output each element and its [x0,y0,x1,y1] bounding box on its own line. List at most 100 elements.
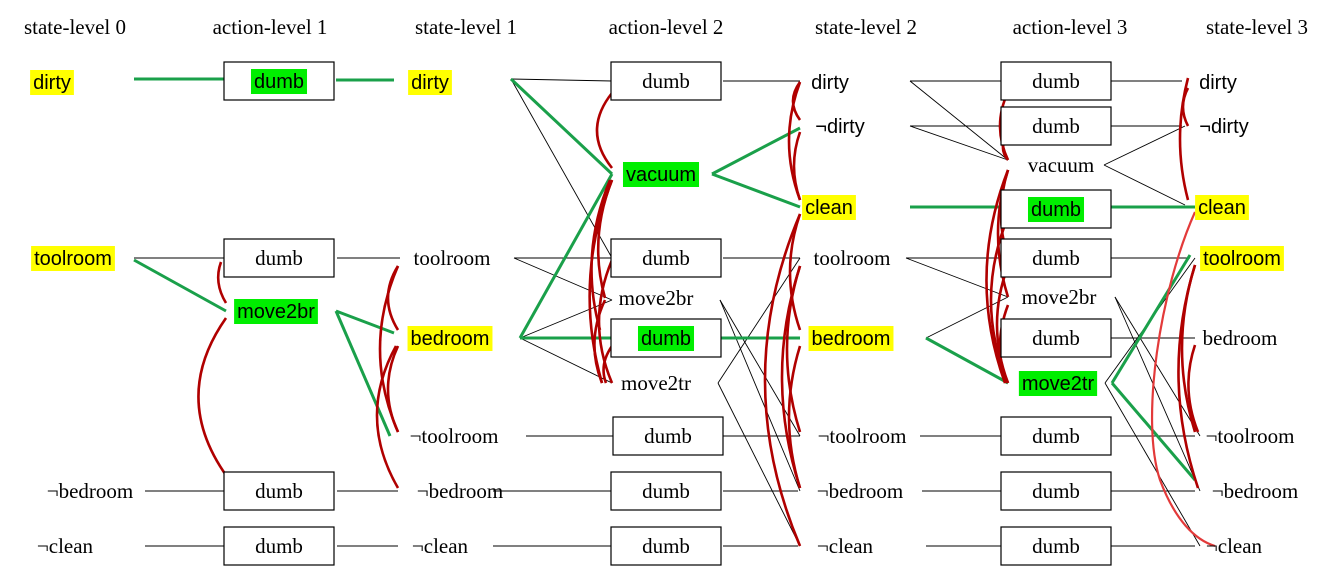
node-label: dumb [642,479,690,503]
node-label: dumb [642,69,690,93]
node-label: dumb [1032,424,1080,448]
action-box [223,526,335,566]
mutex-arc [378,265,400,433]
action-box [1000,318,1112,358]
mutex-arc [985,169,1010,384]
state-node-s0-dirty: dirty [30,70,74,95]
node-label: move2br [1022,285,1097,309]
node-label: dumb [1032,326,1080,350]
action-box [1000,526,1112,566]
node-label: ¬bedroom [47,479,134,503]
node-label: ¬toolroom [818,424,907,448]
state-node-a1-m2br: move2br [234,299,318,324]
plan-edge [509,77,614,176]
state-node-s0-nclean: ¬clean [37,534,94,558]
header-level-3: action-level 2 [609,15,724,39]
node-label: dumb [642,534,690,558]
goal-highlight [808,326,894,351]
mutex-arc [593,299,607,384]
plan-edge [518,173,614,339]
mutex-arc [216,261,228,304]
node-label: bedroom [411,328,490,350]
edges [133,77,1216,548]
support-edge [717,382,801,547]
support-edge [513,257,613,301]
goal-highlight [408,70,452,95]
node-label: ¬dirty [815,116,864,138]
support-edge [1103,164,1186,206]
node-label: dirty [811,72,849,94]
state-node-s1-ntool: ¬toolroom [410,424,499,448]
plan-action-highlight [1018,371,1098,396]
state-node-s3-tool: toolroom [1200,246,1284,271]
node-label: toolroom [414,246,491,270]
action-box [612,416,724,456]
action-node-a2-dumb3: dumb [610,318,722,358]
state-node-s1-nclean: ¬clean [412,534,469,558]
node-label: ¬clean [37,534,94,558]
goal-highlight [407,326,493,351]
node-label: ¬bedroom [817,479,904,503]
support-edge [909,80,1009,161]
state-node-s1-dirty: dirty [408,70,452,95]
action-node-a3-dumb8: dumb [1000,526,1112,566]
node-label: vacuum [626,164,696,186]
action-node-a1-dumb4: dumb [223,526,335,566]
plan-edge [925,336,1009,385]
node-label: dirty [411,72,449,94]
state-node-s2-tool: toolroom [814,246,891,270]
support-edge [719,299,801,437]
action-box [1000,238,1112,278]
action-box [1000,471,1112,511]
node-label: bedroom [812,328,891,350]
state-node-s2-dirty: dirty [811,72,849,94]
node-label: ¬bedroom [417,479,504,503]
goal-highlight [1200,246,1284,271]
support-edge [719,299,801,492]
node-label: dumb [644,424,692,448]
action-box [1000,416,1112,456]
action-node-a3-dumb5: dumb [1000,318,1112,358]
state-node-s3-ntool: ¬toolroom [1206,424,1295,448]
nodes: dirty toolroom ¬bedroom ¬clean dumb dumb move2… [30,61,1299,566]
action-node-a3-dumb4: dumb [1000,238,1112,278]
node-label: ¬clean [1206,534,1263,558]
mutex-arc [595,92,614,169]
node-label: ¬clean [412,534,469,558]
action-box [1000,106,1112,146]
support-edge [925,296,1009,339]
node-label: dirty [33,72,71,94]
node-label: toolroom [34,248,112,270]
action-box [1000,61,1112,101]
state-node-a2-m2tr: move2tr [621,371,691,395]
state-node-a2-vac: vacuum [622,162,700,187]
action-node-a1-dumb1: dumb [223,61,335,101]
node-label: dumb [1032,114,1080,138]
state-node-s2-bed: bedroom [808,326,894,351]
mutex-arc [1150,211,1216,548]
header-level-5: action-level 3 [1013,15,1128,39]
plan-edge [335,309,395,335]
support-edge [717,257,801,384]
mutex-arc [780,265,802,489]
header-level-1: action-level 1 [213,15,328,39]
state-node-s3-nbed: ¬bedroom [1212,479,1299,503]
node-label: toolroom [814,246,891,270]
state-node-s3-clean: clean [1195,195,1249,220]
action-box [223,471,335,511]
plan-action-highlight [637,326,695,351]
node-label: dumb [1032,479,1080,503]
state-node-s2-nclean: ¬clean [817,534,874,558]
state-node-s2-ndirty: ¬dirty [815,116,864,138]
node-label: move2br [619,286,694,310]
goal-highlight [1195,195,1249,220]
node-label: dumb [255,479,303,503]
node-label: dumb [254,71,304,93]
node-label: clean [1198,197,1246,219]
node-label: ¬dirty [1199,116,1248,138]
action-node-a2-dumb4: dumb [612,416,724,456]
mutex-arc [1177,264,1200,489]
plan-edge [334,310,392,437]
node-label: bedroom [1203,326,1278,350]
